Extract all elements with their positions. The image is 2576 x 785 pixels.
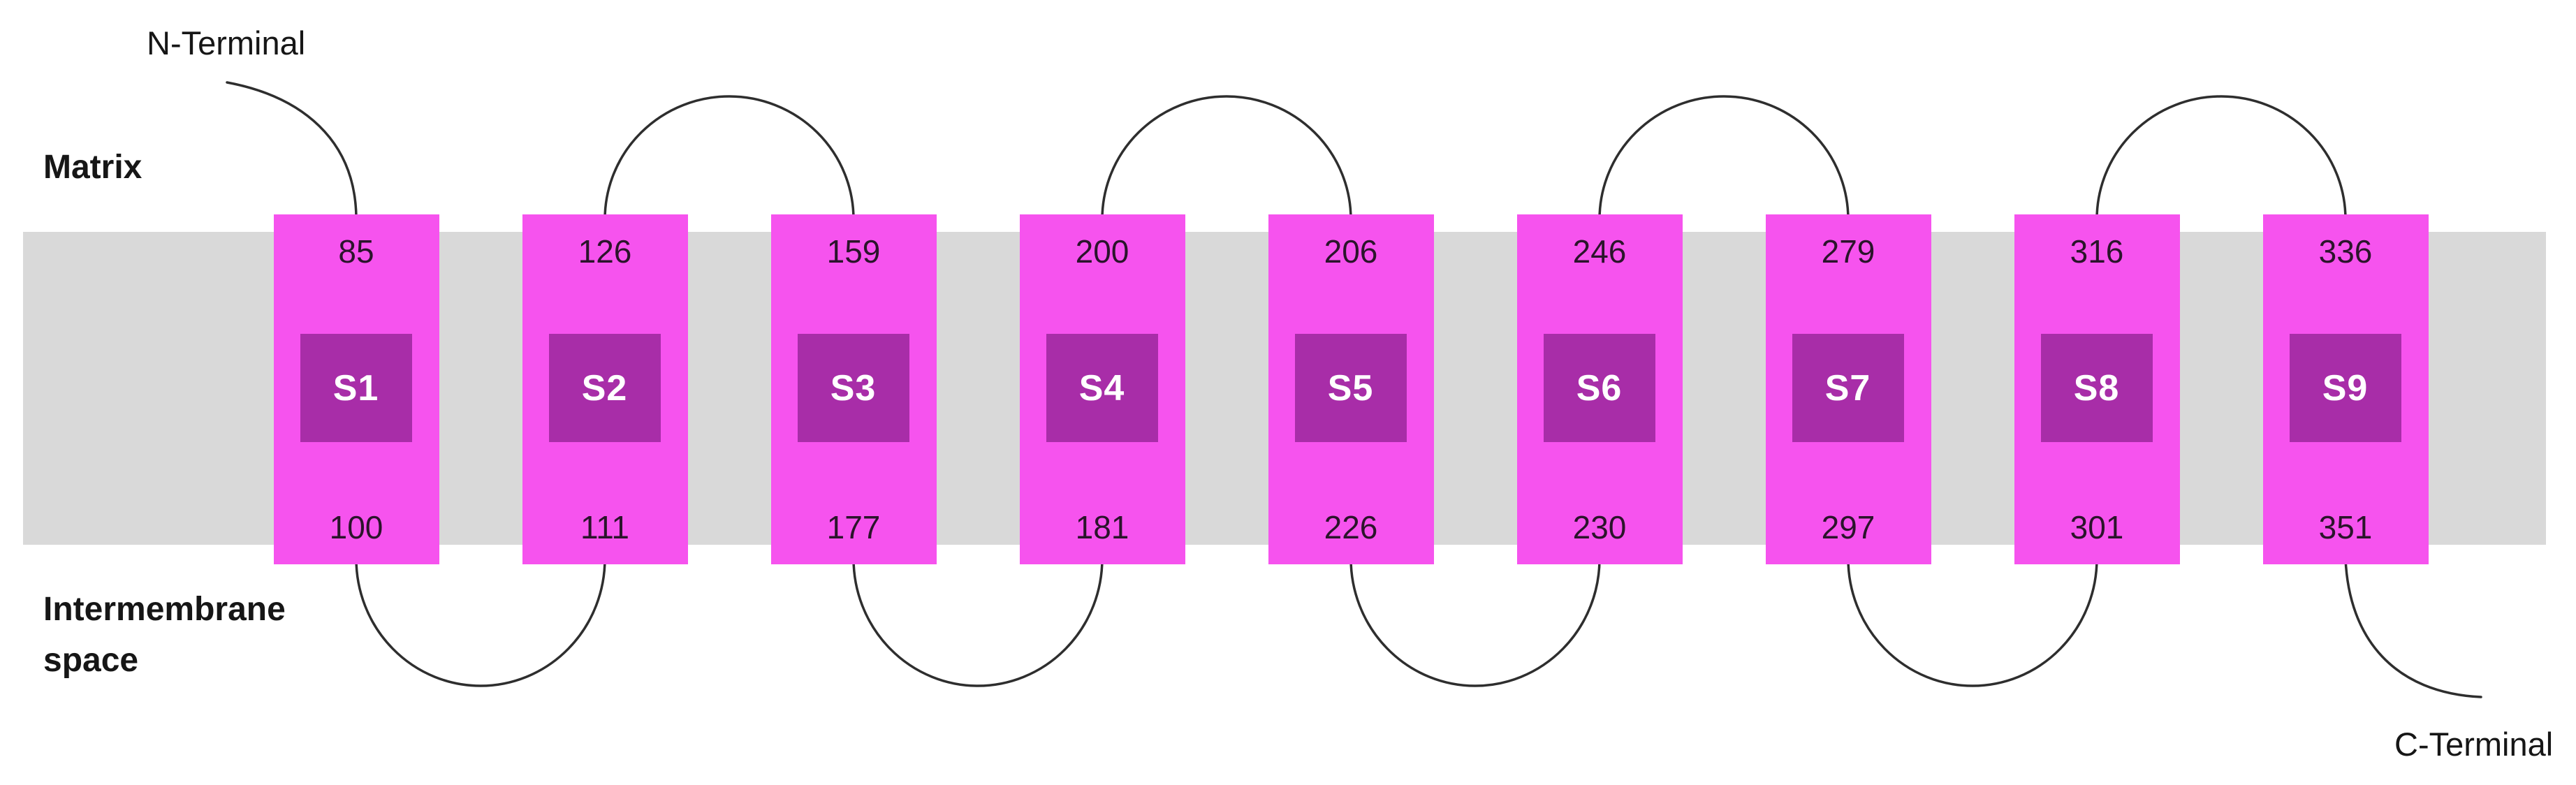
intermembrane-label-line1: Intermembrane (43, 591, 286, 628)
segment-top-residue: 279 (1821, 233, 1875, 270)
segment-core: S6 (1543, 334, 1655, 442)
intermembrane-label-line2: space (43, 642, 139, 679)
segment-bottom-residue: 226 (1324, 509, 1378, 545)
segment-label: S5 (1327, 367, 1374, 409)
segment-top-residue: 200 (1075, 233, 1129, 270)
segment-bottom-residue: 111 (580, 509, 629, 545)
intermembrane-loop-s7-s8 (1847, 557, 2098, 687)
segment-top-residue: 159 (826, 233, 881, 270)
matrix-loop-s2-s3 (603, 95, 855, 221)
intermembrane-loop-s5-s6 (1349, 557, 1601, 687)
matrix-loop-s8-s9 (2095, 95, 2347, 221)
segment-top-residue: 85 (338, 233, 374, 270)
segment-bottom-residue: 181 (1075, 509, 1129, 545)
matrix-loop-s6-s7 (1598, 95, 1850, 221)
segment-bottom-residue: 230 (1572, 509, 1627, 545)
segment-core: S7 (1792, 334, 1904, 442)
segment-top-residue: 316 (2070, 233, 2124, 270)
segment-bottom-residue: 177 (826, 509, 881, 545)
segment-label: S9 (2322, 367, 2369, 409)
intermembrane-loop-s3-s4 (852, 557, 1104, 687)
segment-core: S2 (548, 334, 661, 442)
c-terminal-label: C-Terminal (2394, 726, 2554, 763)
segment-core: S3 (797, 334, 909, 442)
segment-label: S7 (1824, 367, 1871, 409)
segment-label: S1 (332, 367, 379, 409)
c-terminal-loop (2344, 557, 2482, 698)
segment-bottom-residue: 301 (2070, 509, 2124, 545)
n-terminal-loop (226, 81, 358, 218)
segment-top-residue: 246 (1572, 233, 1627, 270)
segment-bottom-residue: 297 (1821, 509, 1875, 545)
segment-label: S3 (830, 367, 877, 409)
intermembrane-loop-s1-s2 (355, 557, 606, 687)
intermembrane-space-label: Intermembrane space (43, 584, 286, 686)
segment-core: S9 (2289, 334, 2401, 442)
segment-core: S4 (1046, 334, 1158, 442)
segment-label: S8 (2073, 367, 2120, 409)
segment-label: S6 (1576, 367, 1623, 409)
segment-top-residue: 126 (578, 233, 632, 270)
segment-bottom-residue: 100 (329, 509, 383, 545)
segment-core: S5 (1294, 334, 1407, 442)
segment-label: S2 (581, 367, 628, 409)
segment-core: S8 (2040, 334, 2153, 442)
segment-label: S4 (1078, 367, 1125, 409)
matrix-loop-s4-s5 (1101, 95, 1352, 221)
segment-top-residue: 206 (1324, 233, 1378, 270)
matrix-label: Matrix (43, 149, 142, 186)
segment-bottom-residue: 351 (2318, 509, 2373, 545)
segment-core: S1 (300, 334, 412, 442)
segment-top-residue: 336 (2318, 233, 2373, 270)
n-terminal-label: N-Terminal (147, 24, 306, 61)
